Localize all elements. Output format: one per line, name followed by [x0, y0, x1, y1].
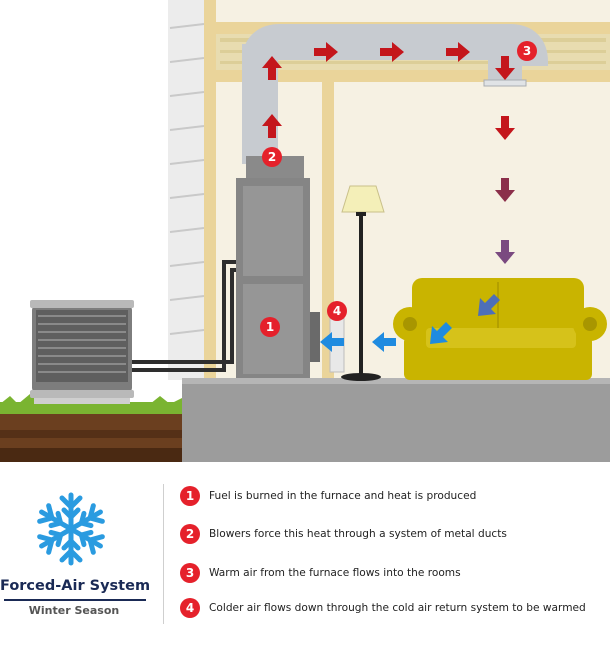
- airflow-arrows: [262, 42, 515, 352]
- arrow-right: [446, 42, 470, 62]
- arrow-right: [314, 42, 338, 62]
- step-number-badge: 3: [180, 563, 200, 583]
- step-description: Fuel is burned in the furnace and heat i…: [209, 490, 477, 502]
- arrow-down: [495, 178, 515, 202]
- step-description: Blowers force this heat through a system…: [209, 528, 507, 540]
- legend-panel: Forced-Air System Winter Season 1 Fuel i…: [0, 462, 610, 645]
- arrow-left: [372, 332, 396, 352]
- arrow-down: [495, 116, 515, 140]
- ground: [0, 394, 182, 462]
- marker-2-number: 2: [268, 150, 276, 164]
- step-description: Colder air flows down through the cold a…: [209, 602, 586, 614]
- arrow-up: [262, 56, 282, 80]
- ceiling-vent: [483, 79, 527, 87]
- arrow-left: [320, 332, 344, 352]
- marker-furnace: 1: [260, 317, 280, 337]
- brand-underline: [4, 599, 146, 601]
- arrow-down: [495, 240, 515, 264]
- legend-step: 1 Fuel is burned in the furnace and heat…: [180, 485, 476, 507]
- legend-step: 3 Warm air from the furnace flows into t…: [180, 562, 461, 584]
- legend-step: 4 Colder air flows down through the cold…: [180, 597, 586, 619]
- step-number-badge: 2: [180, 524, 200, 544]
- floor-lamp: [341, 185, 385, 381]
- marker-cold-air-return: 4: [327, 301, 347, 321]
- furnace: [236, 156, 320, 378]
- arrow-right: [380, 42, 404, 62]
- exterior-siding: [168, 0, 205, 380]
- brand-block: Forced-Air System Winter Season: [0, 462, 150, 645]
- marker-1-number: 1: [266, 320, 274, 334]
- marker-3-number: 3: [523, 44, 531, 58]
- arrow-diagonal: [478, 294, 500, 316]
- step-number-badge: 1: [180, 486, 200, 506]
- step-number-badge: 4: [180, 598, 200, 618]
- marker-ceiling-vent: 3: [517, 41, 537, 61]
- step-description: Warm air from the furnace flows into the…: [209, 567, 461, 579]
- couch: [393, 278, 607, 380]
- ac-condenser-unit: [30, 300, 134, 404]
- step-markers: 1 2 3 4: [260, 41, 537, 337]
- house-cross-section: 1 2 3 4: [0, 0, 610, 462]
- legend-step: 2 Blowers force this heat through a syst…: [180, 523, 507, 545]
- marker-4-number: 4: [333, 304, 341, 318]
- marker-supply-duct: 2: [262, 147, 282, 167]
- legend-divider: [163, 484, 164, 624]
- arrow-down: [495, 56, 515, 80]
- floor-slab: [182, 378, 610, 462]
- brand-title: Forced-Air System: [0, 578, 151, 594]
- brand-subtitle: Winter Season: [28, 604, 120, 617]
- arrow-up: [262, 114, 282, 138]
- arrow-diagonal: [430, 322, 452, 344]
- snowflake-icon: [36, 492, 106, 568]
